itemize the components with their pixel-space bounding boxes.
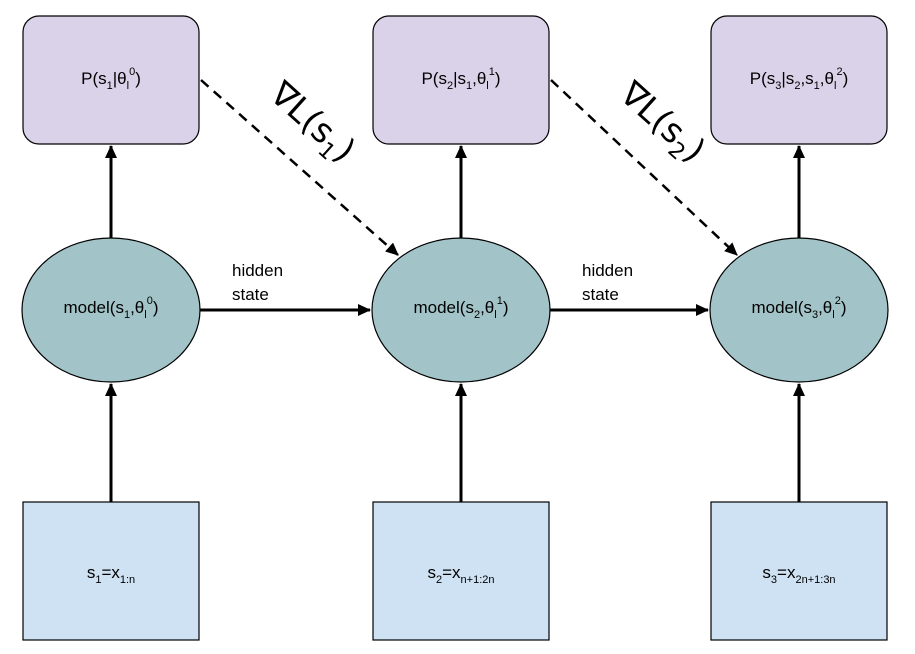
model-label-2: model(s2,θl1) — [413, 295, 508, 321]
input-box-3 — [710, 501, 888, 641]
model-label-3: model(s3,θl2) — [751, 295, 846, 321]
gradient-label-2: ∇L(s2) — [608, 73, 713, 174]
input-box-2 — [372, 501, 550, 641]
output-label-3: P(s3|s2,s1,θl2) — [750, 66, 848, 92]
output-box-1 — [22, 15, 200, 145]
output-label-1: P(s1|θl0) — [81, 66, 141, 92]
gradient-label-1: ∇L(s1) — [258, 73, 363, 174]
output-label-2: P(s2|s1,θl1) — [421, 66, 500, 92]
svg-text:∇L(s1): ∇L(s1) — [258, 73, 363, 174]
arrow-gradient-1 — [200, 79, 399, 256]
svg-text:∇L(s2): ∇L(s2) — [608, 73, 713, 174]
input-label-2: s2=xn+1:2n — [427, 563, 494, 586]
input-label-3: s3=x2n+1:3n — [762, 563, 835, 586]
input-box-1 — [22, 501, 200, 641]
arrow-gradient-2 — [550, 79, 738, 256]
model-label-1: model(s1,θl0) — [63, 295, 158, 321]
input-label-1: s1=x1:n — [87, 563, 135, 586]
output-box-3 — [710, 15, 888, 145]
output-box-2 — [372, 15, 550, 145]
